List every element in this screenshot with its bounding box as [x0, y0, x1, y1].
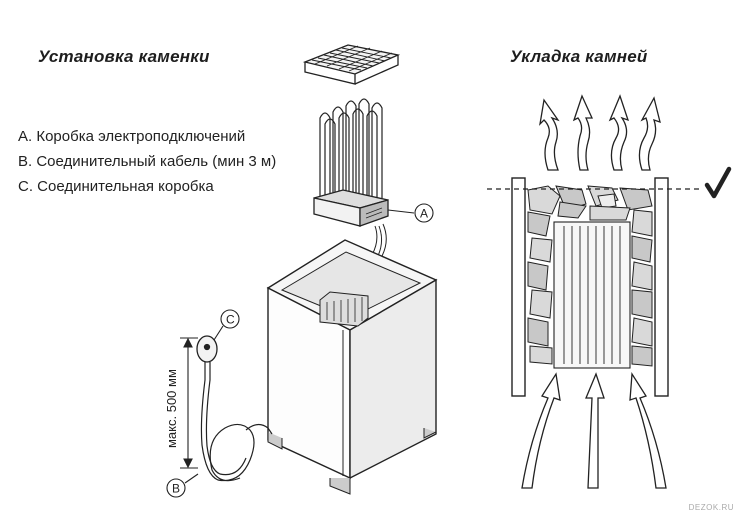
dimension-max-500 [180, 337, 198, 469]
legend-item-b: B. Соединительный кабель (мин 3 м) [18, 153, 277, 170]
connection-box-c [196, 335, 218, 363]
heater-element-panel [553, 221, 631, 369]
check-mark-icon [704, 166, 732, 199]
hot-air-arrows [539, 94, 661, 171]
stone-stacking-title: Укладка камней [510, 47, 648, 66]
callout-c-label: C [226, 313, 235, 327]
heater-cabinet [266, 239, 438, 495]
electrical-box-a [313, 189, 389, 303]
stone-fill [527, 185, 653, 367]
cold-air-arrows [521, 372, 667, 489]
stone-stack-walls [511, 177, 669, 397]
legend-item-c: C. Соединительная коробка [18, 178, 214, 195]
callout-a-label: A [420, 207, 428, 221]
callout-b [166, 473, 199, 498]
legend-item-a: A. Коробка электроподключений [18, 128, 246, 145]
callout-a [387, 203, 434, 223]
legend: A. Коробка электроподключений B. Соедини… [18, 124, 276, 199]
watermark: DEZOK.RU [688, 503, 734, 512]
callout-b-label: B [172, 482, 180, 496]
connection-cable-b [200, 362, 273, 482]
heating-elements [319, 98, 383, 200]
heater-top-grille [302, 44, 401, 85]
installation-title: Установка каменки [38, 47, 210, 66]
dimension-label: макс. 500 мм [164, 369, 179, 448]
callout-c [213, 309, 240, 341]
